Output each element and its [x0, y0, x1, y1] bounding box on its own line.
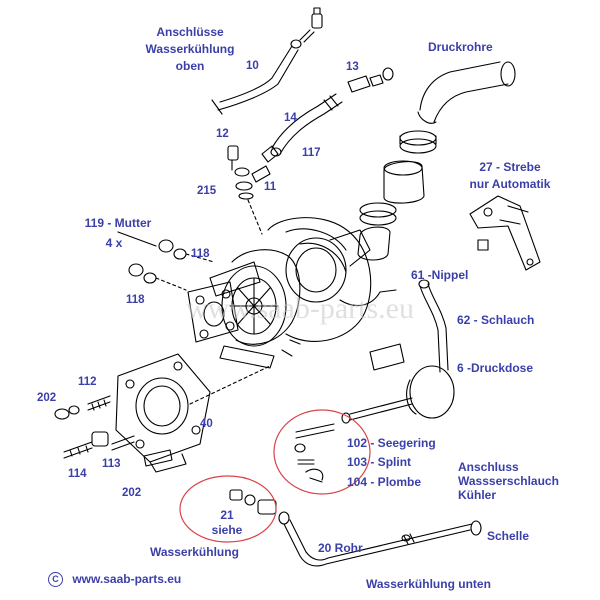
label-siehe-number: 21: [220, 508, 234, 522]
label-druckrohre: Druckrohre: [428, 40, 493, 54]
part-number-117: 117: [302, 147, 321, 159]
strut-27: [469, 195, 541, 271]
label-mutter-1: 119 - Mutter: [84, 216, 152, 230]
studs: [54, 395, 173, 467]
label-schlauch: 62 - Schlauch: [457, 313, 535, 327]
exhaust-flange: [187, 281, 239, 343]
label-anschluss-kuehler-2: Wassserschlauch: [458, 474, 559, 488]
highlight-circle-clips: [273, 409, 371, 495]
part-number-14: 14: [284, 112, 297, 124]
part-number-202-lower: 202: [122, 487, 142, 499]
label-strebe-1: 27 - Strebe: [479, 160, 541, 174]
label-schelle: Schelle: [487, 529, 530, 543]
footer-url[interactable]: www.saab-parts.eu: [72, 572, 182, 586]
manifold-plate: [115, 353, 271, 473]
label-druckdose: 6 -Druckdose: [457, 361, 534, 375]
bolt-group-12: [227, 145, 271, 235]
part-number-10: 10: [246, 60, 259, 72]
label-plombe: 104 - Plombe: [347, 475, 422, 489]
label-anschluss-kuehler-1: Anschluss: [458, 460, 519, 474]
part-number-13: 13: [346, 61, 359, 73]
hose-62: [418, 279, 449, 373]
part-number-12: 12: [216, 128, 229, 140]
label-rohr: 20 Rohr: [318, 541, 363, 555]
label-anschluss-kuehler-3: Kühler: [458, 488, 497, 502]
label-wasserkuehlung-unten: Wasserkühlung unten: [366, 577, 491, 591]
part-number-40: 40: [200, 418, 213, 430]
label-anschluesse-3: oben: [175, 59, 205, 73]
part-number-215: 215: [197, 185, 217, 197]
pressure-pipe: [357, 61, 516, 261]
clip-parts: [294, 423, 335, 483]
highlight-circle-21: [179, 475, 277, 543]
label-splint: 103 - Splint: [347, 455, 412, 469]
label-anschluesse-2: Wasserkühlung: [145, 42, 235, 56]
label-siehe: siehe: [211, 523, 243, 537]
copyright-icon: C: [48, 572, 63, 588]
hose-14: [261, 93, 343, 163]
label-strebe-2: nur Automatik: [469, 177, 551, 191]
part-number-11: 11: [264, 181, 277, 193]
label-mutter-2: 4 x: [105, 236, 123, 250]
lower-water-pipe: [229, 489, 482, 567]
part-number-112: 112: [78, 376, 97, 388]
upper-water-pipe: [211, 7, 323, 115]
part-number-114: 114: [68, 468, 87, 480]
label-nippel: 61 -Nippel: [411, 268, 469, 282]
label-seegering: 102 - Seegering: [347, 436, 436, 450]
part-number-118-upper: 118: [191, 248, 210, 260]
nuts-119: [117, 231, 215, 291]
label-wasserkuehlung: Wasserkühlung: [150, 545, 239, 559]
part-number-118-lower: 118: [126, 294, 145, 306]
footer-credit: C www.saab-parts.eu: [48, 572, 182, 588]
watermark: www.saab-parts.eu: [186, 292, 414, 325]
part-number-113: 113: [102, 458, 121, 470]
fitting-13: [347, 67, 394, 93]
label-anschluesse-1: Anschlüsse: [156, 25, 224, 39]
part-number-202-upper: 202: [37, 392, 57, 404]
wastegate-actuator: [341, 343, 455, 424]
